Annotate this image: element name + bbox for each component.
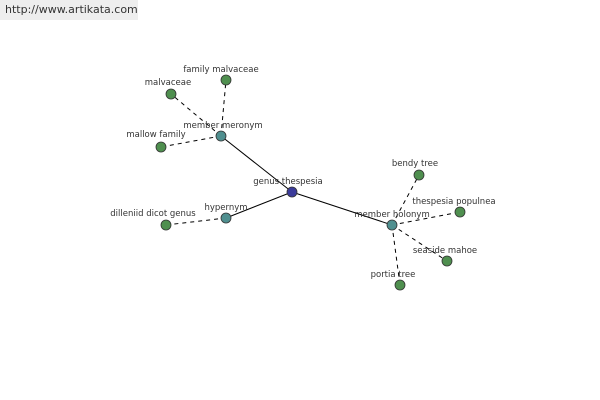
node-label-bendy-tree[interactable]: bendy tree	[392, 159, 438, 169]
edge-member-meronym-to-family-malvaceae	[220, 79, 227, 137]
node-malvaceae[interactable]	[165, 88, 177, 100]
node-label-dilleniid-dicot-genus[interactable]: dilleniid dicot genus	[110, 209, 196, 219]
node-bendy-tree[interactable]	[413, 169, 425, 181]
edge-member-meronym-to-mallow-family	[160, 135, 222, 148]
edge-member-holonym-to-bendy-tree	[391, 174, 420, 226]
node-genus-thespesia[interactable]	[286, 186, 298, 198]
edges-layer	[160, 79, 461, 286]
site-url-banner[interactable]: http://www.artikata.com	[0, 0, 138, 20]
edge-member-holonym-to-seaside-mahoe	[391, 224, 448, 262]
node-member-holonym[interactable]	[386, 219, 398, 231]
node-label-thespesia-populnea[interactable]: thespesia populnea	[412, 197, 495, 207]
node-portia-tree[interactable]	[394, 279, 406, 291]
edge-member-meronym-to-malvaceae	[170, 93, 222, 137]
node-label-hypernym[interactable]: hypernym	[204, 203, 247, 213]
edge-genus-thespesia-to-member-meronym	[220, 135, 293, 193]
site-url-text[interactable]: http://www.artikata.com	[5, 3, 138, 16]
labels-layer: genus thespesia member meronym hypernym mem…	[110, 65, 495, 280]
nodes-layer	[155, 74, 466, 291]
node-label-malvaceae[interactable]: malvaceae	[145, 78, 191, 88]
node-mallow-family[interactable]	[155, 141, 167, 153]
node-member-meronym[interactable]	[215, 130, 227, 142]
node-label-genus-thespesia[interactable]: genus thespesia	[253, 177, 323, 187]
node-label-mallow-family[interactable]: mallow family	[126, 130, 185, 140]
node-label-member-holonym[interactable]: member holonym	[354, 210, 429, 220]
edge-member-holonym-to-portia-tree	[391, 224, 401, 286]
node-hypernym[interactable]	[220, 212, 232, 224]
node-label-member-meronym[interactable]: member meronym	[183, 121, 262, 131]
node-seaside-mahoe[interactable]	[441, 255, 453, 267]
node-family-malvaceae[interactable]	[220, 74, 232, 86]
node-dilleniid-dicot-genus[interactable]	[160, 219, 172, 231]
edge-genus-thespesia-to-hypernym	[225, 191, 293, 219]
edge-hypernym-to-dilleniid-dicot-genus	[165, 217, 227, 226]
node-label-portia-tree[interactable]: portia tree	[371, 270, 416, 280]
edge-genus-thespesia-to-member-holonym	[291, 191, 393, 226]
node-label-seaside-mahoe[interactable]: seaside mahoe	[413, 246, 477, 256]
node-label-family-malvaceae[interactable]: family malvaceae	[183, 65, 258, 75]
edge-member-holonym-to-thespesia-populnea	[391, 211, 461, 226]
node-thespesia-populnea[interactable]	[454, 206, 466, 218]
